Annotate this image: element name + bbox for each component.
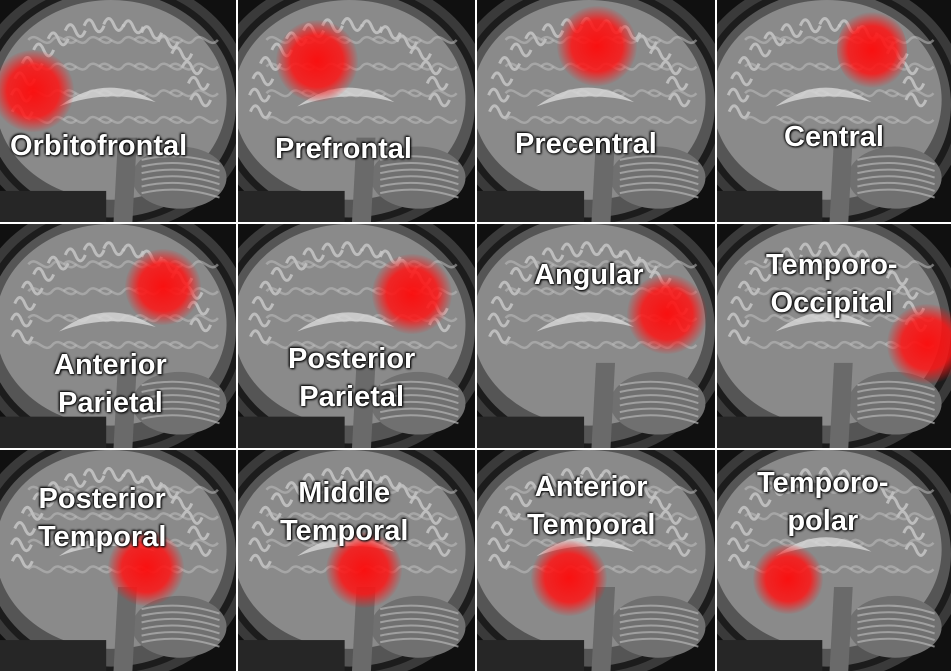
panel-anterior-temporal: Anterior Temporal — [477, 450, 715, 671]
lesion-marker — [753, 544, 823, 614]
region-label: Temporo- polar — [757, 467, 889, 537]
lesion-marker — [887, 304, 951, 384]
lesion-marker — [557, 6, 637, 86]
region-label: Central — [784, 121, 884, 153]
lesion-marker — [372, 254, 452, 334]
panel-precentral: Precentral — [477, 0, 715, 222]
panel-posterior-temporal: Posterior Temporal — [0, 450, 236, 671]
panel-anterior-parietal: Anterior Parietal — [0, 224, 236, 448]
lesion-marker — [0, 50, 74, 132]
lesion-marker — [276, 20, 358, 102]
lesion-marker — [627, 274, 707, 354]
panel-middle-temporal: Middle Temporal — [238, 450, 475, 671]
panel-central: Central — [717, 0, 951, 222]
region-label: Orbitofrontal — [10, 130, 188, 162]
panel-temporo-occipital: Temporo- Occipital — [717, 224, 951, 448]
panel-prefrontal: Prefrontal — [238, 0, 475, 222]
region-label: Temporo- Occipital — [766, 249, 898, 319]
mri-slice-image — [238, 0, 475, 222]
panel-orbitofrontal: Orbitofrontal — [0, 0, 236, 222]
lesion-marker — [326, 532, 402, 608]
region-label: Anterior Temporal — [527, 471, 656, 541]
lesion-marker — [837, 10, 907, 90]
region-label: Prefrontal — [275, 133, 412, 165]
mri-slice-image — [477, 0, 715, 222]
panel-angular: Angular — [477, 224, 715, 448]
region-label: Angular — [534, 259, 644, 291]
lesion-marker — [531, 540, 607, 616]
panel-temporopolar: Temporo- polar — [717, 450, 951, 671]
region-label: Precentral — [515, 128, 657, 160]
region-label: Anterior Parietal — [54, 349, 167, 419]
mri-slice-image — [0, 0, 236, 222]
mri-slice-image — [717, 450, 951, 671]
region-label: Middle Temporal — [280, 477, 409, 547]
region-label: Posterior Temporal — [38, 483, 167, 553]
lesion-marker — [108, 530, 184, 606]
lesion-marker — [125, 249, 201, 325]
region-label: Posterior Parietal — [288, 343, 416, 413]
mri-slice-image — [717, 0, 951, 222]
mri-slice-image — [0, 450, 236, 671]
panel-posterior-parietal: Posterior Parietal — [238, 224, 475, 448]
